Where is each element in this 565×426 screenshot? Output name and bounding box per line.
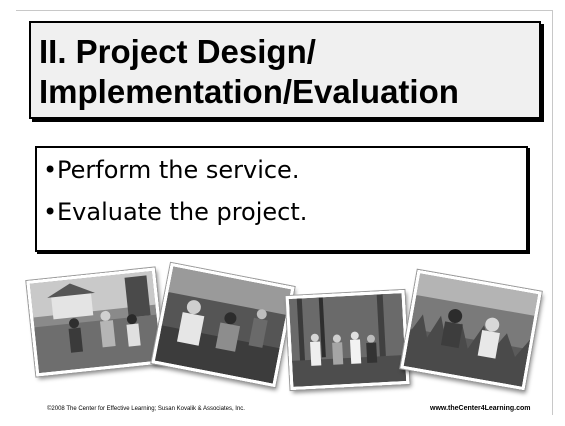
- bullet-text: Perform the service.: [57, 156, 300, 184]
- website-text: www.theCenter4Learning.com: [430, 405, 531, 412]
- title-line-2: Implementation/Evaluation: [39, 73, 459, 110]
- title-line-1: II. Project Design/: [39, 33, 316, 70]
- bullet-item: • Perform the service.: [43, 156, 526, 198]
- slide-border-top: [16, 10, 552, 11]
- field-grass-photo: [400, 269, 542, 391]
- bullet-item: • Evaluate the project.: [43, 198, 526, 240]
- outdoor-work-photo: [26, 267, 165, 377]
- bullet-marker: •: [43, 198, 58, 226]
- copyright-text: ©2008 The Center for Effective Learning;…: [47, 406, 245, 412]
- slide-border-right: [552, 10, 553, 415]
- gardening-photo: [151, 262, 295, 388]
- group-in-woods-photo: [285, 289, 410, 391]
- bullet-marker: •: [43, 156, 58, 184]
- title-box: II. Project Design/ Implementation/Evalu…: [29, 21, 541, 119]
- bullet-text: Evaluate the project.: [57, 198, 308, 226]
- bullet-box: • Perform the service. • Evaluate the pr…: [35, 146, 528, 252]
